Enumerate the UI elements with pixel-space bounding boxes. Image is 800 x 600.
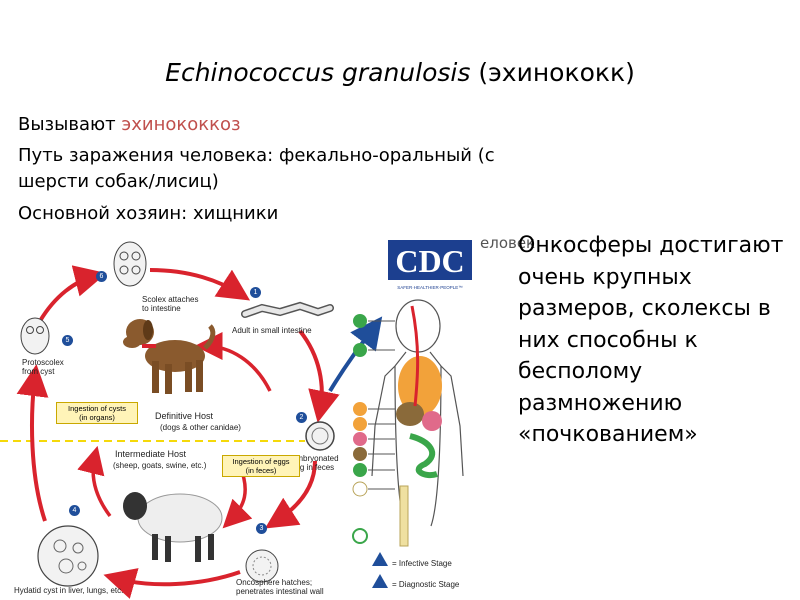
line-cause-prefix: Вызывают [18,114,122,135]
legend-diagnostic: = Diagnostic Stage [392,580,460,589]
label-oncosphere: Oncosphere hatches; penetrates intestina… [236,578,324,596]
stage-3-badge: 3 [256,523,267,534]
covered-text-fragment: еловек [480,234,536,252]
stage-1-badge: 1 [250,287,261,298]
human-stage-markers [352,314,395,544]
dog-illustration [123,319,216,394]
scolex-illustration [113,241,147,287]
svg-text:CDC: CDC [395,243,464,279]
legend-markers [372,552,388,588]
slide-title: Echinococcus granulosis (эхинококк) [0,58,800,87]
sheep-illustration [123,492,223,562]
title-russian: (эхинококк) [470,58,635,87]
label-definitive-host-sub: (dogs & other canidae) [160,423,241,432]
cdc-logo-subtext: SAFER·HEALTHIER·PEOPLE™ [397,285,463,290]
cdc-logo: CDC [388,236,472,294]
protoscolex-illustration [20,317,50,355]
arrow-1-to-2 [298,329,340,423]
stage-4-badge: 4 [69,505,80,516]
arrow-6-to-1 [149,268,251,301]
diagnostic-stage-icon [372,574,388,588]
embryonated-egg-illustration [305,421,335,451]
label-ingestion-eggs: Ingestion of eggs (in feces) [222,455,300,477]
arrow-4-to-5 [16,364,49,522]
line-infection-route: Путь заражения человека: фекально-оральн… [18,145,495,192]
stage-6-badge: 6 [96,271,107,282]
label-hydatid-cyst: Hydatid cyst in liver, lungs, etc. [14,586,124,595]
arrow-inner-top [194,332,272,392]
arrow-3-to-4 [103,568,241,599]
label-intermediate-host-sub: (sheep, goats, swine, etc.) [113,461,207,470]
disease-name: эхинококкоз [121,114,241,135]
label-protoscolex: Protoscolex from cyst [22,358,64,376]
arrow-2-to-3 [264,460,317,529]
title-latin: Echinococcus granulosis [165,58,471,87]
label-adult: Adult in small intestine [232,326,312,335]
arrow-5-to-6 [38,265,107,323]
line-cause: Вызывают эхинококкоз [18,112,241,138]
stage-2-badge: 2 [296,412,307,423]
label-definitive-host: Definitive Host [155,411,214,421]
life-cycle-diagram [0,241,464,599]
oncosphere-illustration [245,549,279,583]
human-figure-illustration [371,299,464,547]
adult-worm-illustration [241,301,334,318]
hydatid-cyst-illustration [37,525,99,587]
stage-5-badge: 5 [62,335,73,346]
label-intermediate-host: Intermediate Host [115,449,187,459]
infective-stage-icon [372,552,388,566]
label-scolex: Scolex attaches to intestine [142,295,199,313]
arrow-to-human [328,316,383,393]
label-ingestion-cysts: Ingestion of cysts (in organs) [56,402,138,424]
arrow-inner-left [77,445,112,518]
legend-infective: = Infective Stage [392,559,452,568]
line-main-host: Основной хозяин: хищники [18,203,279,224]
callout-text: Онкосферы достигают очень крупных размер… [518,233,784,447]
